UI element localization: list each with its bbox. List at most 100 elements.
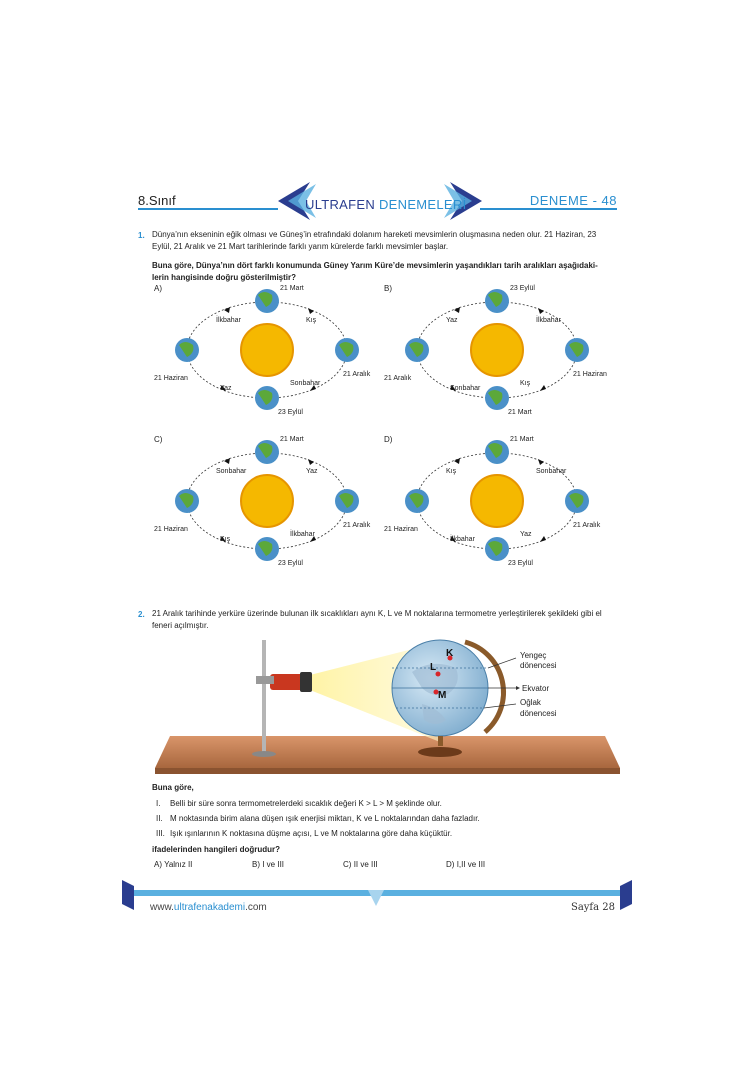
- q1-prompt-line1: Buna göre, Dünya’nın dört farklı konumun…: [152, 261, 598, 270]
- statement-text: Belli bir süre sonra termometrelerdeki s…: [170, 799, 442, 808]
- earth-left: [405, 338, 429, 362]
- season-tr: İlkbahar: [536, 315, 562, 324]
- brand-b: DENEMELERİ: [378, 197, 467, 212]
- sun: [470, 323, 524, 377]
- option-label: C): [154, 435, 163, 444]
- answer-text: Yalnız II: [164, 860, 193, 869]
- brand-title: ULTRAFEN DENEMELERİ: [305, 197, 467, 212]
- answer-text: I ve III: [262, 860, 285, 869]
- point-k-dot: [447, 655, 453, 661]
- q2-buna: Buna göre,: [152, 783, 194, 792]
- answer-text: I,II ve III: [456, 860, 486, 869]
- orbit-arrow-3: [220, 385, 226, 391]
- statement-text: Işık ışınlarının K noktasına düşme açısı…: [170, 829, 453, 838]
- earth-bottom: [485, 537, 509, 561]
- header-rule-right: [480, 208, 617, 210]
- season-tl: Yaz: [446, 317, 458, 324]
- pos-bottom: 23 Eylül: [278, 409, 303, 416]
- point-l-dot: [435, 671, 441, 677]
- pos-top: 21 Mart: [280, 285, 304, 292]
- season-br: Kış: [520, 380, 531, 387]
- season-br: İlkbahar: [290, 529, 316, 538]
- answer-b[interactable]: B) I ve III: [252, 859, 284, 871]
- brand-a: ULTRAFEN: [305, 197, 376, 212]
- season-tr: Sonbahar: [536, 468, 567, 475]
- header-rule-left: [138, 208, 278, 210]
- pos-bottom: 21 Mart: [508, 409, 532, 416]
- q2-line2: feneri açılmıştır.: [152, 621, 209, 630]
- q2-number: 2.: [138, 610, 145, 619]
- earth-bottom: [485, 386, 509, 410]
- earth-right: [335, 338, 359, 362]
- orbit-arrow-4: [540, 385, 546, 391]
- q1-line2: Eylül, 21 Aralık ve 21 Mart tarihlerinde…: [152, 242, 449, 251]
- orbit-arrow-2: [538, 459, 544, 465]
- exam-label: DENEME - 48: [529, 193, 617, 208]
- q1-number: 1.: [138, 231, 145, 240]
- statement-1: I.Belli bir süre sonra termometrelerdeki…: [156, 798, 442, 810]
- earth-right: [335, 489, 359, 513]
- orbit-arrow-1: [224, 307, 230, 313]
- season-tl: Sonbahar: [216, 468, 247, 475]
- orbit-arrow-3: [220, 536, 226, 542]
- pos-left: 21 Haziran: [154, 526, 188, 533]
- sun: [240, 323, 294, 377]
- earth-left: [175, 338, 199, 362]
- yengec-label-2: dönencesi: [520, 661, 557, 670]
- earth-bottom: [255, 537, 279, 561]
- orbit-arrow-1: [224, 458, 230, 464]
- pos-top: 21 Mart: [510, 436, 534, 443]
- point-m-dot: [433, 689, 439, 695]
- answer-a[interactable]: A) Yalnız II: [154, 859, 192, 871]
- orbit-arrow-4: [540, 536, 546, 542]
- sun: [240, 474, 294, 528]
- table-edge: [155, 768, 620, 774]
- earth-top: [485, 440, 509, 464]
- q1-prompt: Buna göre, Dünya’nın dört farklı konumun…: [152, 260, 622, 284]
- url-b: ultrafenakademi: [173, 902, 246, 913]
- clamp: [256, 676, 274, 684]
- earth-left: [405, 489, 429, 513]
- header-chevrons: [278, 182, 482, 220]
- statement-3: III. Işık ışınlarının K noktasına düşme a…: [156, 828, 452, 840]
- answer-label: D): [446, 860, 455, 869]
- page-number: Sayfa 28: [570, 902, 615, 913]
- footer-url[interactable]: www.ultrafenakademi.com: [150, 902, 267, 913]
- pos-right: 21 Haziran: [573, 371, 607, 378]
- pos-right: 21 Aralık: [343, 371, 371, 378]
- q1-prompt-line2: lerin hangisinde doğru gösterilmiştir?: [152, 273, 297, 282]
- season-bl: Yaz: [220, 385, 232, 392]
- earth-top: [255, 289, 279, 313]
- sun: [470, 474, 524, 528]
- season-tl: Kış: [446, 468, 457, 475]
- statement-num: III.: [156, 829, 165, 838]
- orbit-arrow-1: [454, 458, 460, 464]
- pos-right: 21 Aralık: [573, 522, 601, 529]
- answer-label: C): [343, 860, 352, 869]
- q1-text: Dünya’nın ekseninin eğik olması ve Güneş…: [152, 229, 622, 253]
- option-label: A): [154, 284, 162, 293]
- q1-line1: Dünya’nın ekseninin eğik olması ve Güneş…: [152, 230, 597, 239]
- orbit-arrow-4: [310, 536, 316, 542]
- answer-c[interactable]: C) II ve III: [343, 859, 378, 871]
- point-m: M: [438, 690, 446, 701]
- q2-line1: 21 Aralık tarihinde yerküre üzerinde bul…: [152, 609, 602, 618]
- statement-2: II.M noktasında birim alana düşen ışık e…: [156, 813, 480, 825]
- season-br: Yaz: [520, 531, 532, 538]
- pos-left: 21 Haziran: [384, 526, 418, 533]
- season-tr: Yaz: [306, 468, 318, 475]
- point-l: L: [430, 662, 436, 673]
- globe-base: [418, 747, 462, 757]
- earth-right: [565, 338, 589, 362]
- answer-label: B): [252, 860, 260, 869]
- season-bl: Sonbahar: [450, 385, 481, 392]
- flashlight-head: [300, 672, 312, 692]
- footer-band: [122, 880, 632, 910]
- q2-figure: K L M Yengeç dönencesi Ekvator Oğlak dön…: [155, 639, 620, 774]
- answer-d[interactable]: D) I,II ve III: [446, 859, 485, 871]
- orbit-arrow-2: [308, 308, 314, 314]
- stand-rod: [262, 640, 266, 752]
- globe-arc: [464, 639, 506, 734]
- pos-top: 23 Eylül: [510, 285, 535, 292]
- url-a: www.: [150, 902, 174, 913]
